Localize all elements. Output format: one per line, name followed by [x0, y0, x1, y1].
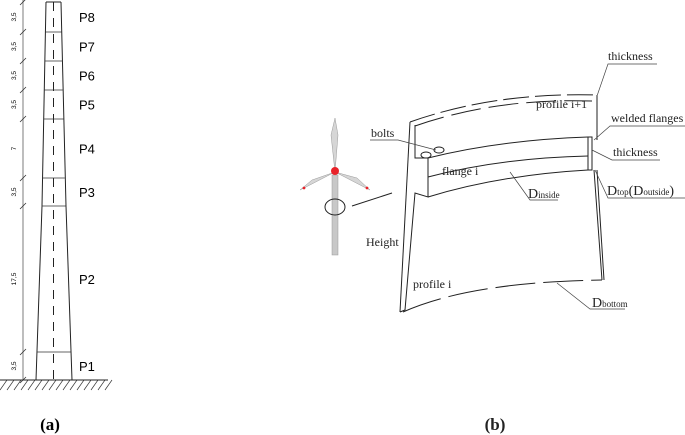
leader: [509, 171, 558, 201]
hatch-line: [69, 379, 78, 391]
hatch-line: [13, 379, 22, 391]
hatch-line: [83, 379, 92, 391]
leader: [591, 149, 660, 161]
bolt-icon: [433, 146, 445, 154]
label-d-inside: Dinside: [528, 187, 560, 202]
turbine-hub: [331, 167, 339, 175]
detail-leader: [351, 192, 393, 207]
blade-tip: [365, 186, 369, 190]
section-label: P7: [79, 40, 95, 55]
section-length: 3,5: [11, 187, 18, 196]
dimension-tick: [19, 174, 27, 182]
hatch-line: [76, 379, 85, 391]
section-label: P1: [79, 359, 95, 374]
label-profile: profile i: [413, 277, 452, 291]
section-length: 3,5: [11, 12, 18, 21]
right-wall-bottom-outer: [596, 169, 605, 281]
hatch-line: [20, 379, 29, 391]
segment-detail: [370, 63, 685, 313]
turbine-blade: [330, 117, 339, 173]
section-label: P8: [79, 10, 95, 25]
profile-next-arc: [409, 94, 598, 123]
section-length: 7: [11, 146, 18, 150]
dimension-tick: [19, 376, 27, 384]
wind-turbine-icon: [299, 117, 393, 256]
label-profile-next: profile i+1: [536, 97, 587, 111]
detail-labels: thickness profile i+1 welded flanges thi…: [366, 49, 684, 434]
tower-elevation: 3,5 3,5 3,5 3,5 7 3,5 17,5 3,5 P8P7P6P5P4P3P2P1…: [0, 0, 113, 434]
section-length: 3,5: [11, 42, 18, 51]
caption-a: (a): [40, 415, 60, 434]
label-thickness-flange: thickness: [613, 145, 658, 159]
dimension-tick: [19, 86, 27, 94]
label-thickness-top: thickness: [608, 49, 653, 63]
flange-top-arc: [427, 136, 589, 159]
dimension-tick: [19, 202, 27, 210]
hatch-line: [90, 379, 99, 391]
hatch-line: [104, 379, 113, 391]
hatch-line: [48, 379, 57, 391]
label-height: Height: [366, 235, 399, 249]
label-welded-flanges: welded flanges: [611, 111, 684, 125]
ground-hatch: [0, 379, 113, 391]
label-d-top: Dtop(Doutside): [607, 184, 674, 199]
section-length: 3,5: [11, 71, 18, 80]
label-d-bottom: Dbottom: [592, 296, 628, 311]
tower-left-edge: [35, 1, 47, 381]
detail-circle: [324, 198, 346, 216]
section-label: P3: [79, 185, 95, 200]
section-label: P6: [79, 69, 95, 84]
leader: [594, 169, 685, 199]
turbine-blade: [334, 171, 371, 191]
turbine-blade: [299, 171, 336, 191]
dimension-tick: [19, 348, 27, 356]
left-wall-outer: [399, 121, 411, 313]
dimension-tick: [19, 28, 27, 36]
section-length: 17,5: [11, 272, 18, 285]
section-length: 3,5: [11, 100, 18, 109]
caption-b: (b): [485, 415, 506, 434]
leader: [596, 63, 657, 97]
welded-flange: [587, 136, 593, 171]
flange-mid-arc: [427, 155, 589, 178]
bolt-icon: [420, 151, 432, 159]
dimension-tick: [19, 57, 27, 65]
section-label: P4: [79, 142, 95, 157]
right-wall-bottom: [593, 169, 603, 281]
hatch-line: [62, 379, 71, 391]
hatch-line: [41, 379, 50, 391]
hatch-line: [0, 379, 8, 391]
hatch-line: [55, 379, 64, 391]
section-length: 3,5: [11, 361, 18, 370]
profile-next-arc-inner: [414, 100, 593, 127]
hatch-line: [27, 379, 36, 391]
leader: [593, 125, 685, 141]
hatch-line: [97, 379, 106, 391]
leader: [370, 139, 437, 151]
hatch-line: [6, 379, 15, 391]
label-flange: flange i: [442, 164, 479, 178]
blade-tip: [302, 186, 306, 190]
flange-bottom-arc: [427, 169, 589, 198]
section-label: P5: [79, 98, 95, 113]
dimension-tick: [19, 0, 26, 6]
hatch-line: [34, 379, 43, 391]
dimension-tick: [19, 115, 27, 123]
profile-arc: [402, 279, 603, 313]
leader: [556, 282, 625, 310]
label-bolts: bolts: [371, 126, 395, 140]
tower-right-edge: [60, 1, 73, 381]
section-label: P2: [79, 272, 95, 287]
